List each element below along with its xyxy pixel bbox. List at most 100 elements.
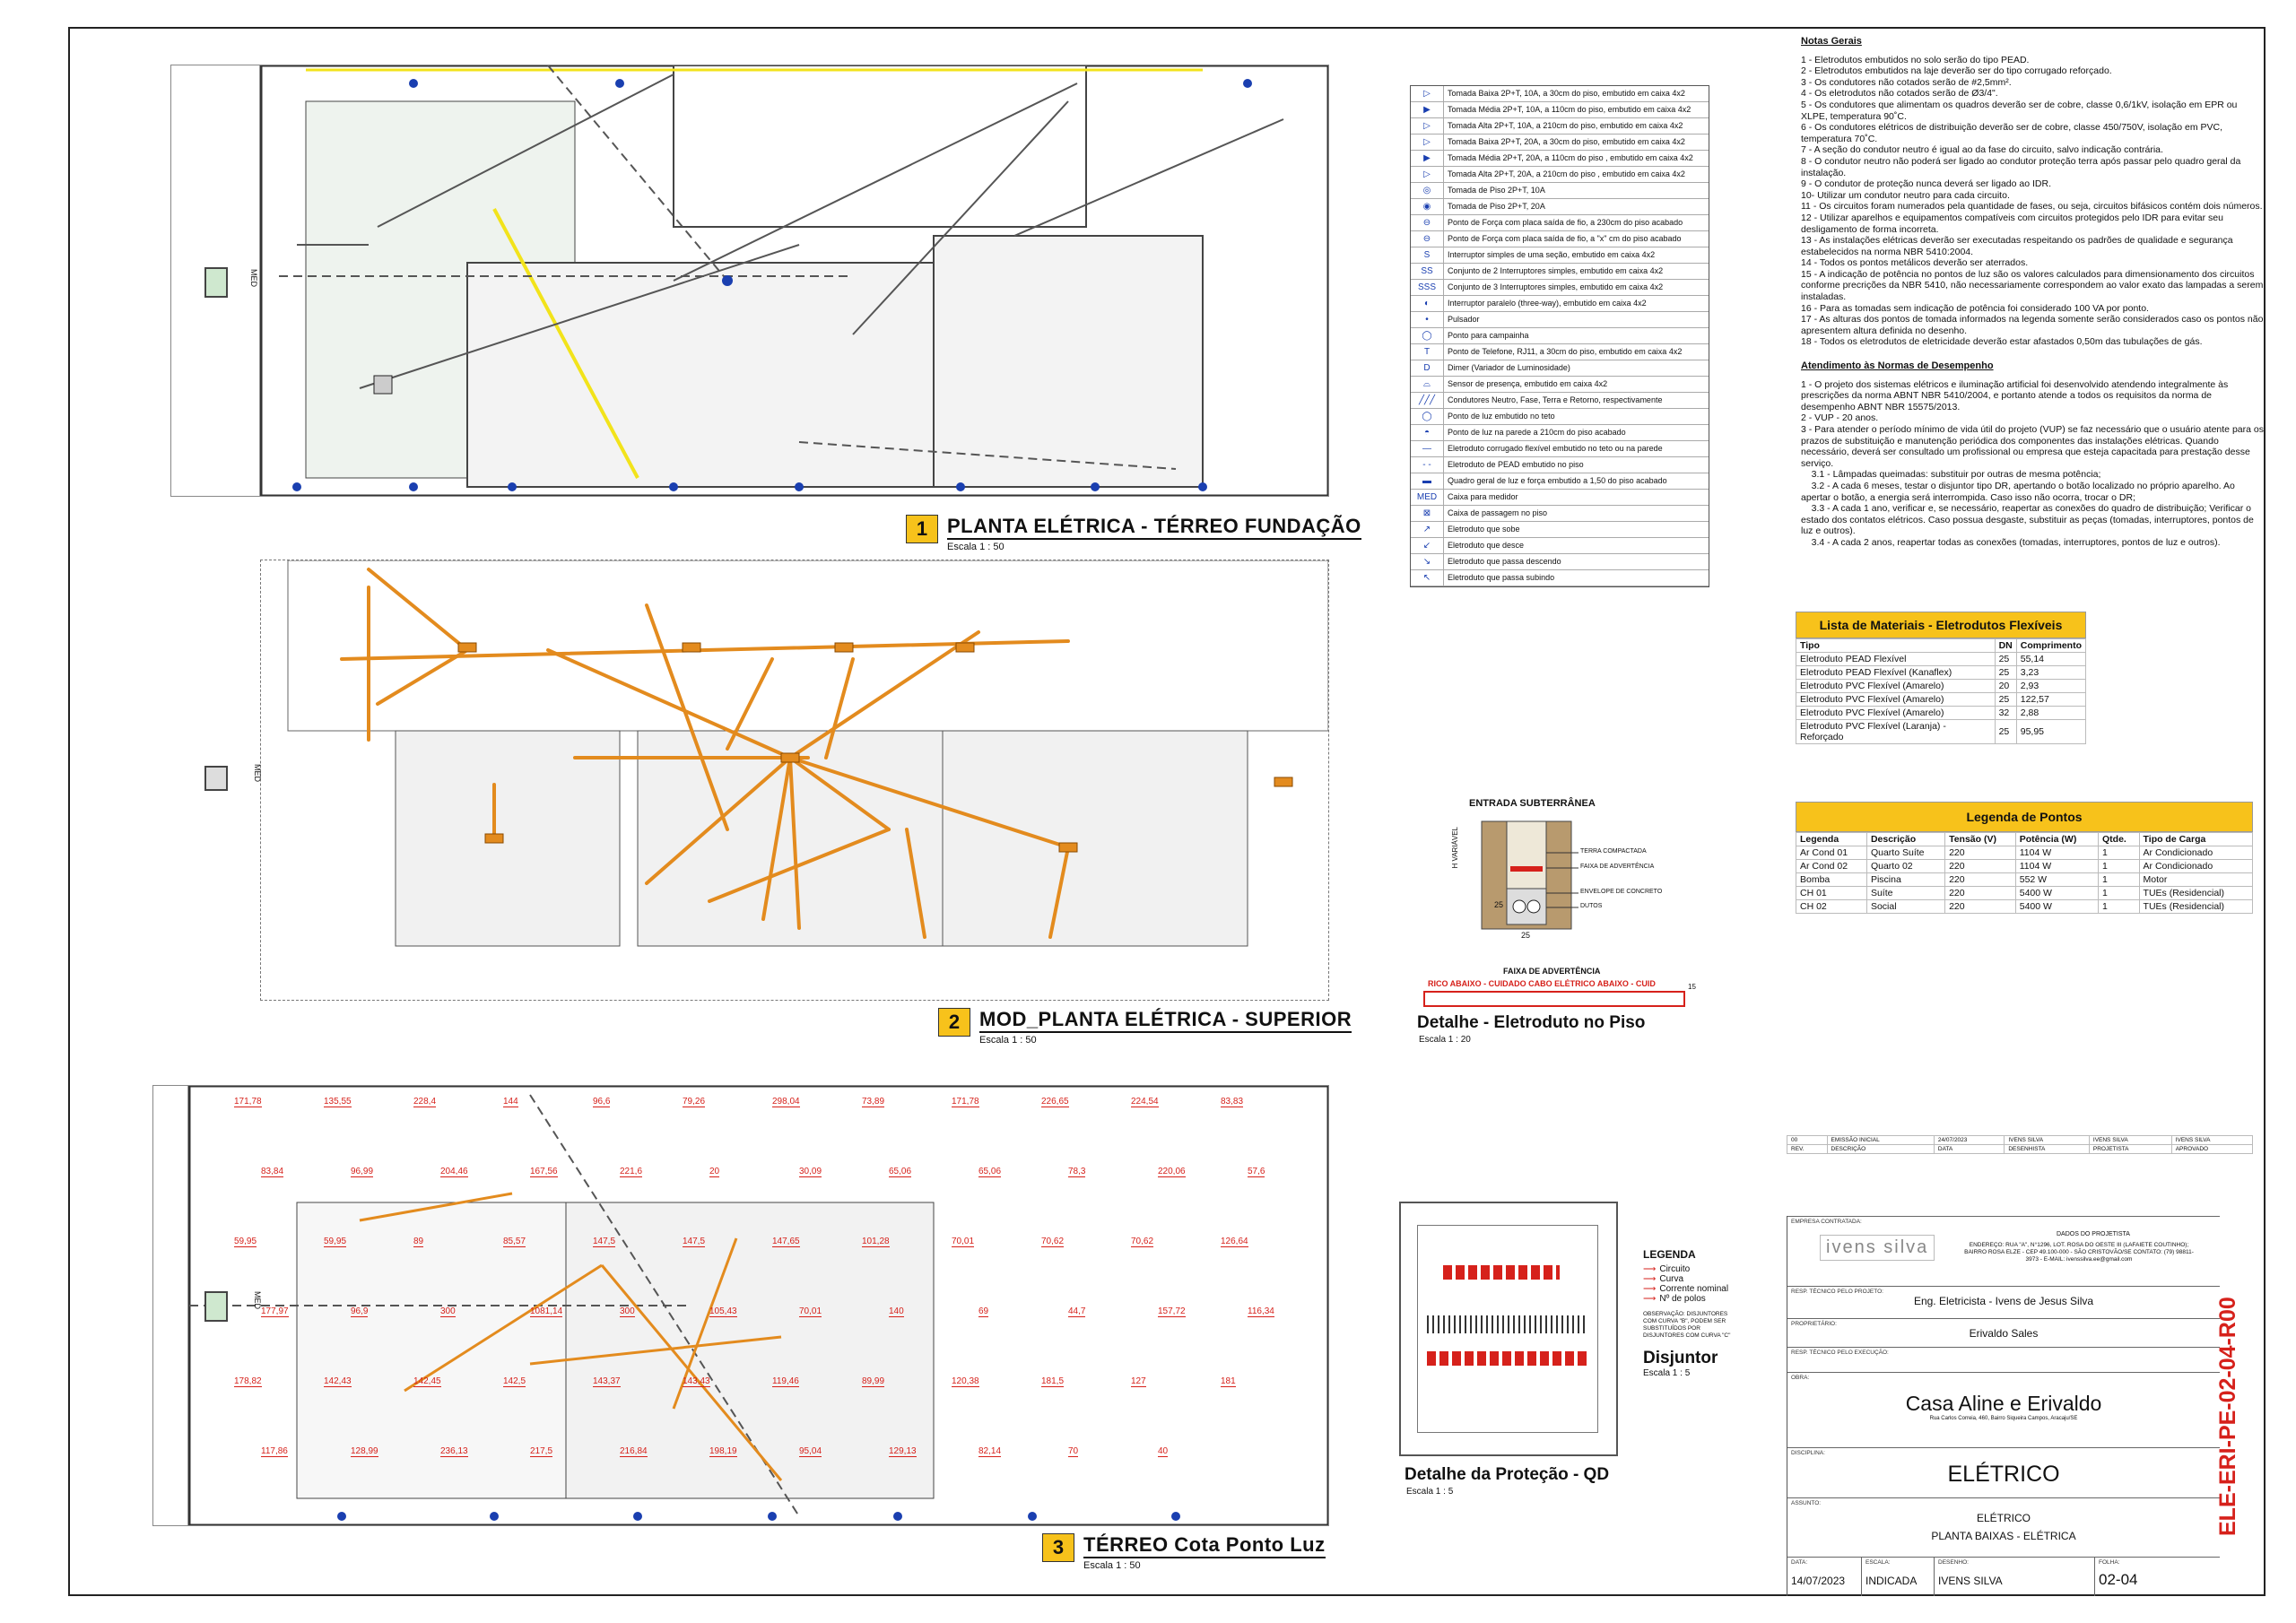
plan-3-number-badge: 3 xyxy=(1042,1533,1074,1562)
detail-piso-dim-b: 25 xyxy=(1521,931,1531,940)
legend-symbol-icon: • xyxy=(1411,312,1444,327)
legend-label: Interruptor simples de uma seção, embuti… xyxy=(1448,250,1656,259)
dimension-label: 44,7 xyxy=(1068,1306,1086,1317)
legend-label: Tomada de Piso 2P+T, 10A xyxy=(1448,186,1545,195)
tb-scale-cell: ESCALA: INDICADA xyxy=(1862,1558,1935,1596)
dimension-label: 117,86 xyxy=(261,1446,288,1457)
dimension-label: 140 xyxy=(889,1306,904,1317)
dimension-label: 221,6 xyxy=(620,1167,643,1177)
dimension-label: 220,06 xyxy=(1158,1167,1186,1177)
table-header-cell: Qtde. xyxy=(2098,832,2140,846)
dimension-label: 95,04 xyxy=(799,1446,822,1457)
table-cell: TUEs (Residencial) xyxy=(2138,899,2254,914)
legend-label: Eletroduto que passa subindo xyxy=(1448,573,1555,582)
legend-label: Caixa de passagem no piso xyxy=(1448,508,1548,517)
plan-2-number-badge: 2 xyxy=(938,1008,970,1037)
disjuntor-legend-item: ⟶Nº de polos xyxy=(1643,1294,1778,1304)
dimension-label: 178,82 xyxy=(234,1376,262,1387)
dimension-label: 59,95 xyxy=(324,1237,347,1247)
legend-symbol-icon: ↗ xyxy=(1411,522,1444,537)
plan-1-drawing xyxy=(170,64,1330,498)
table-cell: Ar Condicionado xyxy=(2138,846,2254,860)
legend-row: ⊖Ponto de Força com placa saída de fio, … xyxy=(1411,215,1709,231)
table-cell: Suíte xyxy=(1866,886,1946,900)
legend-label: Dimer (Variador de Luminosidade) xyxy=(1448,363,1570,372)
dimension-label: 1081,14 xyxy=(530,1306,563,1317)
disjuntor-scale: Escala 1 : 5 xyxy=(1643,1368,1691,1378)
title-block: EMPRESA CONTRATADA: ivens silva DADOS DO… xyxy=(1787,1216,2220,1596)
table-cell: Bomba xyxy=(1796,872,1867,887)
arrow-icon: ⟶ xyxy=(1643,1294,1657,1304)
arrow-icon: ⟶ xyxy=(1643,1264,1657,1274)
dimension-label: 78,3 xyxy=(1068,1167,1086,1177)
dimension-label: 226,65 xyxy=(1041,1097,1069,1107)
perf-note-item: 2 - VUP - 20 anos. xyxy=(1801,412,1879,424)
legend-symbol-icon: ↙ xyxy=(1411,538,1444,553)
legend-symbol-icon: ╱╱╱ xyxy=(1411,393,1444,408)
detail-piso-band-text: RICO ABAIXO - CUIDADO CABO ELÉTRICO ABAI… xyxy=(1428,979,1656,988)
table-cell: 1104 W xyxy=(2014,859,2100,873)
disjuntor-legend: LEGENDA ⟶Circuito⟶Curva⟶Corrente nominal… xyxy=(1643,1248,1778,1378)
legend-symbol-icon: ▷ xyxy=(1411,86,1444,101)
legend-row: ▶Tomada Média 2P+T, 20A, a 110cm do piso… xyxy=(1411,151,1709,167)
disjuntor-legend-items: ⟶Circuito⟶Curva⟶Corrente nominal⟶Nº de p… xyxy=(1643,1264,1778,1304)
legend-row: •Pulsador xyxy=(1411,312,1709,328)
tb-date: 14/07/2023 xyxy=(1791,1575,1846,1587)
dimension-label: 157,72 xyxy=(1158,1306,1186,1317)
table-cell: 122,57 xyxy=(2015,692,2087,707)
legend-symbol-icon: ↖ xyxy=(1411,570,1444,586)
table-cell: 220 xyxy=(1944,899,2016,914)
dimension-label: 135,55 xyxy=(324,1097,352,1107)
table-cell: 220 xyxy=(1944,859,2016,873)
disjuntor-legend-label: Circuito xyxy=(1659,1264,1691,1274)
company-logo: ivens silva xyxy=(1820,1235,1935,1261)
legend-symbol-icon: ⌓ xyxy=(1411,377,1444,392)
dimension-label: 224,54 xyxy=(1131,1097,1159,1107)
disjuntor-legend-item: ⟶Curva xyxy=(1643,1274,1778,1284)
table-header-cell: Comprimento xyxy=(2015,638,2087,653)
note-item: 3 - Os condutores não cotados serão de #… xyxy=(1801,76,2012,88)
note-item: 10- Utilizar um condutor neutro para cad… xyxy=(1801,189,2010,201)
table-cell: 1 xyxy=(2098,886,2140,900)
perf-note-item: 3 - Para atender o período mínimo de vid… xyxy=(1801,424,2266,469)
dimension-label: 167,56 xyxy=(530,1167,558,1177)
plan-3-title: TÉRREO Cota Ponto Luz xyxy=(1083,1533,1326,1558)
table-cell: CH 01 xyxy=(1796,886,1867,900)
dimension-label: 89,99 xyxy=(862,1376,885,1387)
detail-piso-band-title: FAIXA DE ADVERTÊNCIA xyxy=(1503,967,1601,976)
legend-symbol-icon: MED xyxy=(1411,490,1444,505)
table-header-cell: Potência (W) xyxy=(2014,832,2100,846)
legend-row: ◓Ponto de luz na parede a 210cm do piso … xyxy=(1411,425,1709,441)
table-cell: Eletroduto PVC Flexível (Amarelo) xyxy=(1796,706,1996,720)
detail-piso-dim-a: 25 xyxy=(1494,900,1504,909)
legend-row: ◯Ponto de luz embutido no teto xyxy=(1411,409,1709,425)
note-item: 12 - Utilizar aparelhos e equipamentos c… xyxy=(1801,212,2223,235)
perf-note-item: 1 - O projeto dos sistemas elétricos e i… xyxy=(1801,378,2231,412)
dimension-label: 142,5 xyxy=(503,1376,526,1387)
table-cell: Eletroduto PEAD Flexível (Kanaflex) xyxy=(1796,665,1996,680)
tb-drawn-cap: DESENHO: xyxy=(1938,1559,1969,1566)
tb-owner: PROPRIETÁRIO: Erivaldo Sales xyxy=(1787,1318,2220,1347)
drawing-sheet xyxy=(68,27,2266,1596)
legend-row: ◐Interruptor paralelo (three-way), embut… xyxy=(1411,296,1709,312)
detail-piso-h-label: H VARIÁVEL xyxy=(1451,827,1459,869)
dimension-label: 126,64 xyxy=(1221,1237,1248,1247)
legend-symbol-icon: - - xyxy=(1411,457,1444,473)
qd-title: Detalhe da Proteção - QD xyxy=(1405,1465,1610,1484)
symbol-legend: ▷Tomada Baixa 2P+T, 10A, a 30cm do piso,… xyxy=(1410,85,1709,587)
dimension-label: 143,37 xyxy=(593,1376,621,1387)
note-item: 8 - O condutor neutro não poderá ser lig… xyxy=(1801,155,2241,178)
plan-3-meter xyxy=(204,1291,228,1322)
dimension-label: 204,46 xyxy=(440,1167,468,1177)
tb-subj-2: PLANTA BAIXAS - ELÉTRICA xyxy=(1931,1530,2076,1542)
tb-resp-exec: RESP. TÉCNICO PELO EXECUÇÃO: xyxy=(1787,1347,2220,1372)
legend-symbol-icon: ▷ xyxy=(1411,135,1444,150)
detail-piso: ENTRADA SUBTERRÂNEA TERRA COMPACTADA FAI… xyxy=(1417,794,1704,1055)
